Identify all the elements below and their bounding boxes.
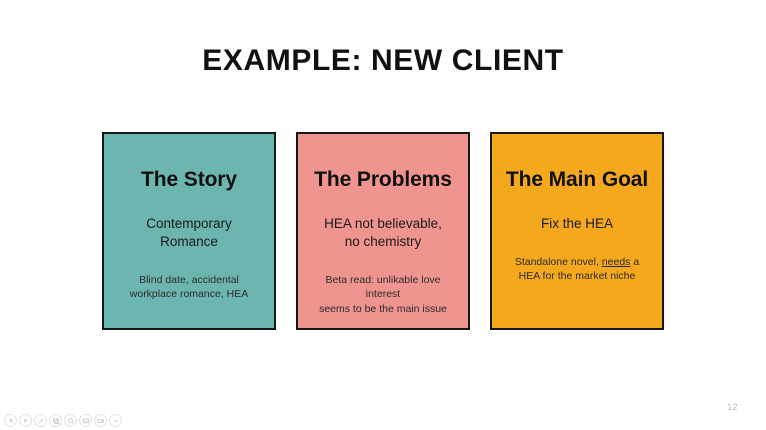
card-note-story: Blind date, accidental workplace romance… [130, 273, 248, 302]
card-note-line2: workplace romance, HEA [129, 288, 249, 301]
caption-icon[interactable] [79, 414, 92, 427]
more-icon[interactable] [109, 414, 122, 427]
card-note-line1: Blind date, accidental [139, 273, 239, 286]
card-note-line2: seems to be the main issue [319, 302, 447, 315]
card-subtitle-story: Contemporary Romance [146, 215, 232, 251]
card-subtitle-line2: no chemistry [344, 233, 422, 249]
card-heading-problems: The Problems [314, 168, 452, 191]
presentation-player-toolbar[interactable] [4, 414, 122, 427]
card-note-problems: Beta read: unlikable love interest seems… [308, 273, 458, 316]
previous-slide-icon[interactable] [4, 414, 17, 427]
card-the-problems[interactable]: The Problems HEA not believable, no chem… [296, 132, 470, 330]
page-title: EXAMPLE: NEW CLIENT [202, 44, 564, 77]
page-number: 12 [727, 402, 738, 412]
card-subtitle-line1: HEA not believable, [324, 216, 442, 232]
card-subtitle-problems: HEA not believable, no chemistry [324, 215, 442, 251]
pen-icon[interactable] [34, 414, 47, 427]
card-note-emphasis: needs [601, 255, 631, 268]
card-subtitle-main-goal: Fix the HEA [541, 215, 613, 233]
card-heading-main-goal: The Main Goal [505, 168, 649, 191]
card-note-text-a: Standalone novel, [514, 255, 602, 268]
card-the-story[interactable]: The Story Contemporary Romance Blind dat… [102, 132, 276, 330]
card-subtitle-line2: Romance [160, 233, 218, 249]
card-note-line2: HEA for the market niche [518, 270, 636, 283]
card-note-line1: Standalone novel, needs a [515, 255, 639, 269]
present-icon[interactable] [94, 414, 107, 427]
card-group: The Story Contemporary Romance Blind dat… [102, 132, 664, 330]
play-icon[interactable] [19, 414, 32, 427]
copy-icon[interactable] [49, 414, 62, 427]
zoom-icon[interactable] [64, 414, 77, 427]
card-heading-story: The Story [141, 168, 237, 191]
card-subtitle-line1: Contemporary [146, 216, 232, 232]
card-note-line1: Beta read: unlikable love interest [325, 273, 441, 301]
card-note-main-goal: Standalone novel, needs a HEA for the ma… [515, 255, 639, 284]
card-note-text-b: a [630, 255, 640, 268]
card-the-main-goal[interactable]: The Main Goal Fix the HEA Standalone nov… [490, 132, 664, 330]
card-subtitle-line1: Fix the HEA [540, 216, 614, 232]
